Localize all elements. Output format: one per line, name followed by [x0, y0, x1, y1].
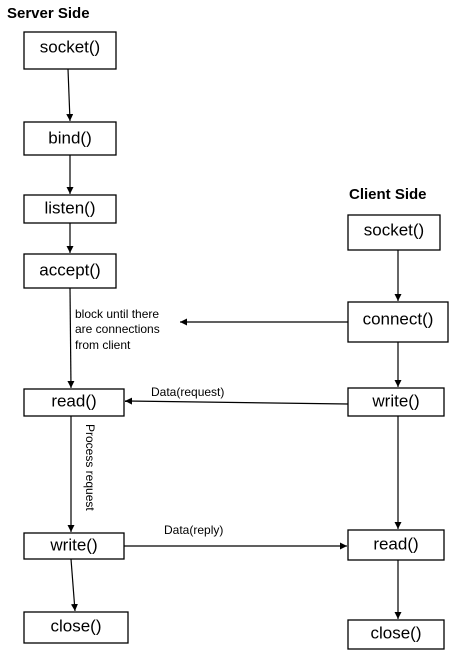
server-bind-label: bind() — [48, 128, 91, 147]
server-listen-label: listen() — [44, 198, 95, 217]
server-accept-label: accept() — [39, 260, 100, 279]
client-socket-label: socket() — [364, 220, 424, 239]
server-accept-box: accept() — [23, 253, 117, 289]
process-request-label: Process request — [83, 424, 97, 511]
client-connect-label: connect() — [363, 309, 434, 328]
server-write-box: write() — [23, 532, 125, 560]
server-side-heading: Server Side — [7, 5, 90, 22]
block-note-line-2: are connections — [75, 322, 160, 336]
client-write-box: write() — [347, 387, 445, 417]
client-read-box: read() — [347, 529, 445, 561]
server-socket-box: socket() — [23, 31, 117, 70]
server-close-label: close() — [50, 616, 101, 635]
data-request-label: Data(request) — [151, 385, 224, 399]
arrow-data-request — [124, 397, 349, 405]
client-socket-box: socket() — [347, 214, 441, 251]
arrow-write-to-close — [70, 558, 78, 612]
server-write-label: write() — [49, 535, 97, 554]
server-read-label: read() — [51, 391, 96, 410]
client-side-heading: Client Side — [349, 186, 427, 203]
client-close-box: close() — [347, 619, 445, 650]
block-note-line-1: block until there — [75, 307, 159, 321]
server-listen-box: listen() — [23, 194, 117, 224]
client-close-label: close() — [370, 623, 421, 642]
block-note: block until there are connections from c… — [75, 307, 160, 352]
client-read-label: read() — [373, 534, 418, 553]
server-close-box: close() — [23, 611, 129, 644]
arrow-socket-to-bind — [66, 68, 74, 122]
client-write-label: write() — [371, 391, 419, 410]
data-reply-label: Data(reply) — [164, 523, 223, 537]
server-bind-box: bind() — [23, 121, 117, 156]
block-note-line-3: from client — [75, 338, 131, 352]
server-socket-label: socket() — [40, 37, 100, 56]
client-connect-box: connect() — [347, 301, 449, 343]
server-read-box: read() — [23, 388, 125, 417]
arrow-accept-to-read — [67, 287, 75, 389]
